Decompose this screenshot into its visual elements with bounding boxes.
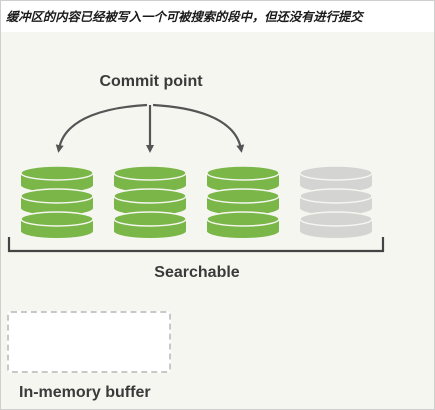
segment-3-disc-3 bbox=[206, 211, 280, 238]
segment-4-cylinder bbox=[299, 165, 373, 238]
commit-point-label: Commit point bbox=[99, 73, 203, 90]
segment-1-cylinder bbox=[20, 165, 94, 238]
searchable-label: Searchable bbox=[154, 264, 240, 281]
segments-layer bbox=[20, 165, 373, 238]
arrow-to-segment-3 bbox=[152, 103, 245, 153]
in-memory-buffer-box bbox=[7, 311, 171, 373]
segment-3-cylinder bbox=[206, 165, 280, 238]
arrow-to-segment-1 bbox=[55, 103, 148, 153]
segment-3-disc-1 bbox=[206, 165, 280, 192]
segment-4-disc-2 bbox=[299, 188, 373, 215]
in-memory-buffer-label: In-memory buffer bbox=[19, 384, 151, 401]
segment-1-disc-3 bbox=[20, 211, 94, 238]
segment-2-disc-1 bbox=[113, 165, 187, 192]
segment-3-disc-2 bbox=[206, 188, 280, 215]
segment-2-cylinder bbox=[113, 165, 187, 238]
commit-arrows bbox=[55, 103, 245, 153]
segment-1-disc-2 bbox=[20, 188, 94, 215]
segment-1-disc-1 bbox=[20, 165, 94, 192]
searchable-bracket bbox=[7, 237, 385, 253]
segment-2-disc-2 bbox=[113, 188, 187, 215]
segment-4-disc-3 bbox=[299, 211, 373, 238]
figure-caption: 缓冲区的内容已经被写入一个可被搜索的段中，但还没有进行提交 bbox=[1, 1, 434, 32]
segment-4-disc-1 bbox=[299, 165, 373, 192]
segment-2-disc-3 bbox=[113, 211, 187, 238]
